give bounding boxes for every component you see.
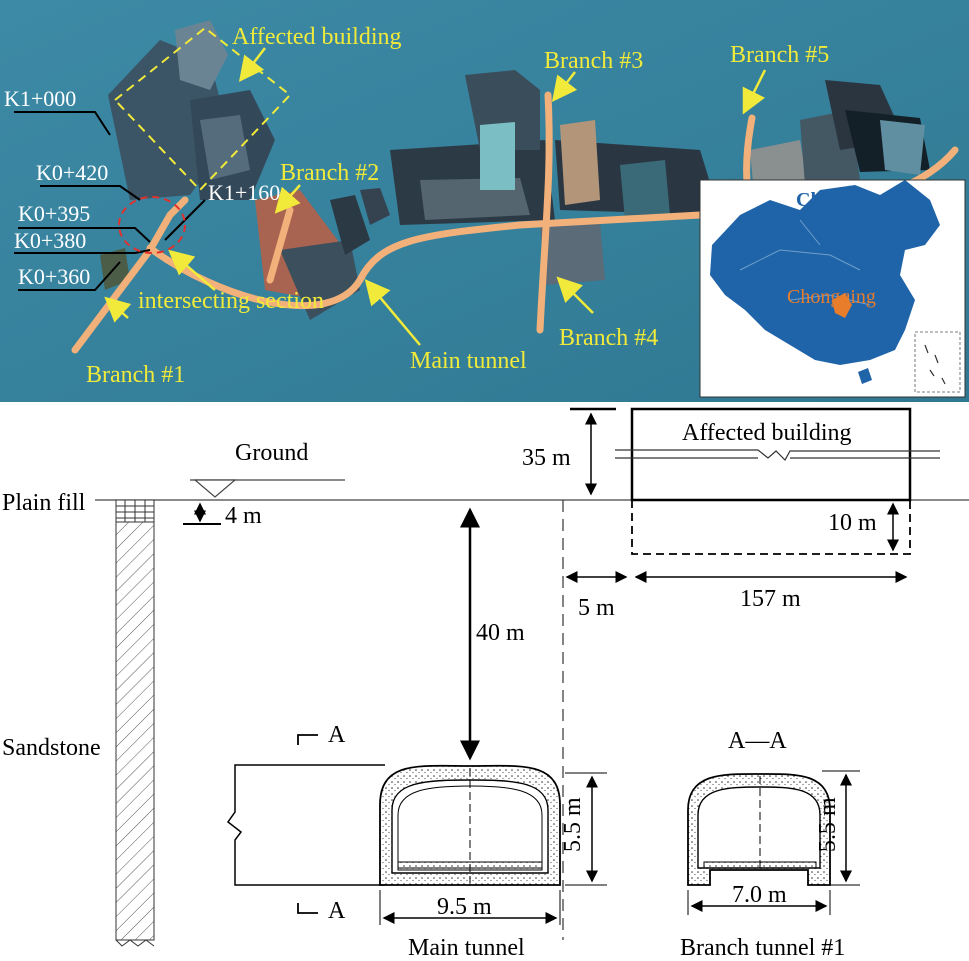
branch-2-line: [266, 206, 294, 284]
china-map-shape: [710, 180, 940, 365]
building-height-label: 35 m: [522, 445, 571, 471]
borehole-column: [115, 499, 155, 947]
ground-symbol: [193, 479, 237, 498]
station-leaders: [14, 111, 206, 291]
city-buildings: [100, 20, 930, 320]
station-k0-360: K0+360: [18, 264, 90, 289]
foundation-depth-label: 10 m: [828, 510, 877, 536]
section-title: A—A: [728, 728, 787, 754]
offset-label: 5 m: [578, 595, 615, 621]
branch-3-label: Branch #3: [544, 48, 643, 74]
map-country-label: China: [796, 189, 848, 211]
branch-1-label: Branch #1: [86, 362, 185, 388]
ground-label: Ground: [235, 440, 308, 466]
affected-building-outline: [113, 26, 292, 192]
station-k0-380: K0+380: [14, 228, 86, 253]
plain-fill-label: Plain fill: [2, 490, 86, 516]
map-city-label: Chongqing: [787, 286, 876, 308]
building-width-label: 157 m: [740, 586, 801, 612]
foundation-outline: [631, 500, 911, 555]
branch-tunnel-caption: Branch tunnel #1: [680, 935, 845, 961]
chongqing-region: [832, 293, 852, 318]
branch-5-label: Branch #5: [730, 42, 829, 68]
affected-building-label: Affected building: [232, 24, 402, 50]
cover-depth-label: 40 m: [476, 620, 525, 646]
affected-building-box: [630, 407, 912, 502]
main-tunnel-longitudinal: [226, 764, 385, 886]
main-tunnel-section: [379, 764, 561, 886]
section-mark-top: A: [328, 722, 346, 748]
branch-3-line: [536, 91, 553, 334]
callout-arrows: [104, 47, 767, 346]
sandstone-label: Sandstone: [2, 735, 101, 761]
station-k1-160: K1+160: [208, 180, 280, 205]
section-diagram-panel: Ground Plain fill Sandstone 4 m Affected…: [2, 407, 969, 961]
station-k0-395: K0+395: [18, 201, 90, 226]
intersecting-section-circle: [118, 196, 186, 254]
section-mark-bottom: A: [328, 898, 346, 924]
branch-width-label: 7.0 m: [732, 882, 787, 908]
main-tunnel-caption: Main tunnel: [408, 935, 525, 961]
intersecting-section-label: intersecting section: [138, 288, 324, 314]
building-label: Affected building: [682, 420, 852, 446]
main-tunnel-label: Main tunnel: [410, 348, 527, 374]
branch-4-label: Branch #4: [559, 325, 658, 351]
branch-tunnel-section: [687, 773, 831, 886]
station-k1-000: K1+000: [4, 86, 76, 111]
branch-height-label: 5.5 m: [815, 797, 841, 852]
china-map-inset: China Chongqing: [699, 179, 966, 398]
plain-fill-depth-label: 4 m: [225, 503, 262, 529]
main-height-label: 5.5 m: [560, 797, 586, 852]
main-width-label: 9.5 m: [437, 894, 492, 920]
city-overview-panel: Affected building Branch #1 Branch #2 Br…: [0, 0, 969, 402]
branch-2-label: Branch #2: [280, 160, 379, 186]
station-k0-420: K0+420: [36, 160, 108, 185]
